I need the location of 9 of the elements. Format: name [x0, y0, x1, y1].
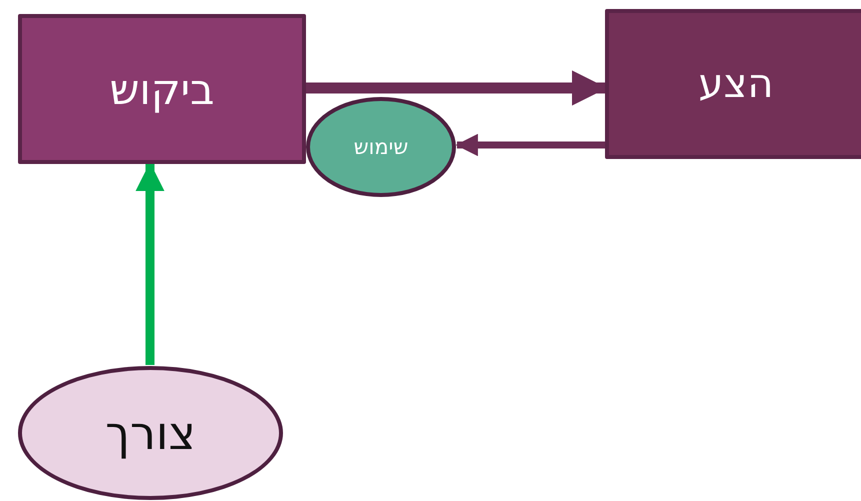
- node-label: ביקוש: [110, 64, 214, 114]
- node-label: הצע: [698, 61, 774, 107]
- node-label: צורך: [105, 406, 196, 460]
- arrow: [306, 70, 608, 106]
- arrow: [456, 134, 605, 156]
- node-label: שימוש: [354, 135, 408, 159]
- arrow: [136, 162, 164, 365]
- process-box: [605, 9, 861, 159]
- process-box: [18, 14, 306, 164]
